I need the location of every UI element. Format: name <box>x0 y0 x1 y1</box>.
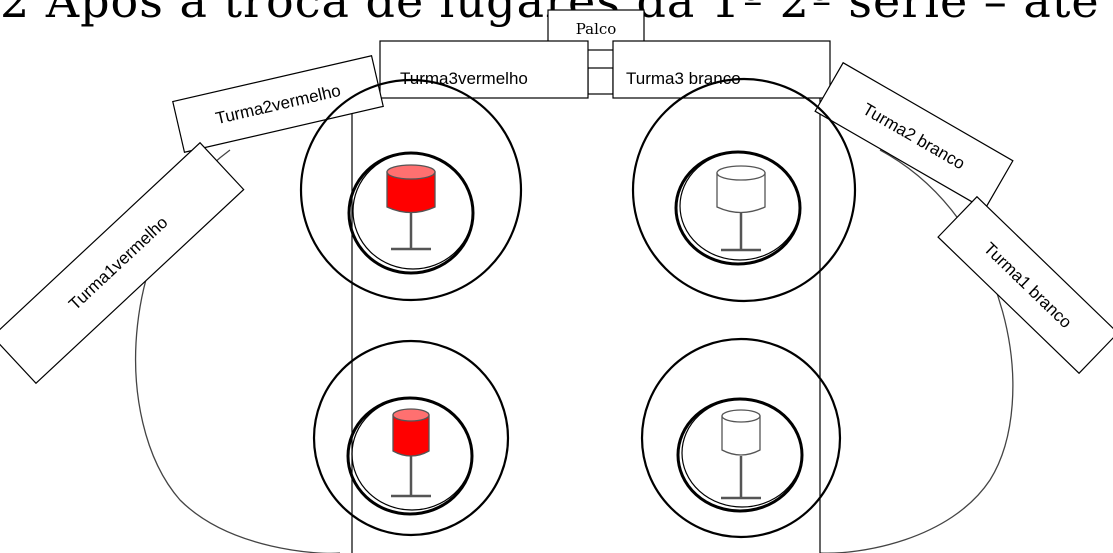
turma1-vermelho-box: Turma1vermelho <box>0 141 245 385</box>
table-top-left <box>299 78 523 302</box>
audience-oval <box>135 149 1014 553</box>
turma2-branco-box: Turma2 branco <box>814 61 1014 211</box>
table-top-right <box>631 77 857 303</box>
red-wine-glass-icon <box>391 408 431 498</box>
turma3-branco-label: Turma3 branco <box>626 69 741 88</box>
turma1-branco-box: Turma1 branco <box>937 195 1113 375</box>
white-wine-glass-icon <box>721 409 761 500</box>
turma2-vermelho-box: Turma2vermelho <box>172 55 384 153</box>
table-bottom-right <box>640 337 842 539</box>
white-wine-glass-icon <box>716 165 766 252</box>
turma3-vermelho-box: Turma3vermelho <box>379 40 589 99</box>
stage-label: Palco <box>576 20 617 38</box>
turma3-vermelho-label: Turma3vermelho <box>400 69 528 88</box>
red-wine-glass-icon <box>386 164 436 251</box>
table-bottom-left <box>312 339 510 537</box>
turma3-branco-box: Turma3 branco <box>612 40 831 99</box>
center-divider-box <box>587 67 614 95</box>
